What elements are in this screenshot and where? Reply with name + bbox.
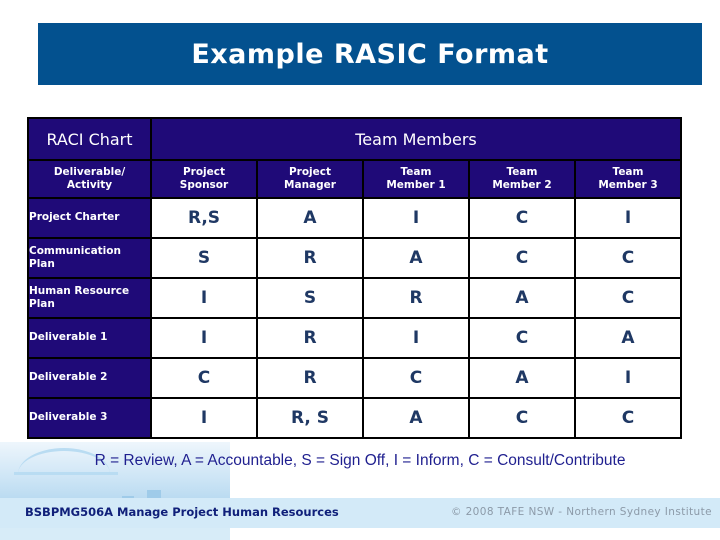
row-label-cell: Deliverable 1 [27, 317, 152, 359]
raci-value-cell: C [468, 397, 576, 439]
column-header-line-2: Manager [284, 179, 336, 191]
raci-value-cell: S [256, 277, 364, 319]
raci-value-cell: R [362, 277, 470, 319]
raci-value-cell: I [362, 197, 470, 239]
raci-value-cell: I [573, 357, 683, 399]
row-label-cell: Deliverable 2 [27, 357, 152, 399]
column-header-line-1: Team [506, 165, 538, 178]
raci-value-cell: R,S [150, 197, 258, 239]
raci-value-cell: A [256, 197, 364, 239]
row-label-cell: Communication Plan [27, 237, 152, 279]
corner-header-cell: RACI Chart [27, 117, 152, 161]
footer-copyright: © 2008 TAFE NSW - Northern Sydney Instit… [450, 506, 712, 518]
raci-value-cell: C [573, 397, 683, 439]
raci-value-cell: C [468, 317, 576, 359]
column-header-line-1: Project [288, 165, 332, 178]
harbour-bridge-deck [14, 472, 118, 475]
raci-value-cell: I [150, 277, 258, 319]
column-header-line-2: Member 1 [386, 179, 446, 191]
raci-value-cell: I [362, 317, 470, 359]
raci-value-cell: A [468, 277, 576, 319]
column-header-line-2: Activity [66, 179, 113, 191]
column-header-team-member-3: Team Member 3 [573, 159, 683, 199]
column-header-line-2: Member 3 [598, 179, 658, 191]
row-label-cell: Deliverable 3 [27, 397, 152, 439]
slide-title-banner: Example RASIC Format [38, 23, 702, 85]
raci-value-cell: I [150, 397, 258, 439]
raci-value-cell: R [256, 317, 364, 359]
raci-value-cell: R [256, 237, 364, 279]
column-header-line-2: Sponsor [179, 179, 229, 191]
raci-value-cell: I [573, 197, 683, 239]
legend-key: R = Review, A = Accountable, S = Sign Of… [94, 452, 626, 469]
raci-value-cell: S [150, 237, 258, 279]
column-header-team-member-1: Team Member 1 [362, 159, 470, 199]
raci-value-cell: R, S [256, 397, 364, 439]
raci-value-cell: A [468, 357, 576, 399]
column-header-line-1: Project [182, 165, 226, 178]
raci-value-cell: R [256, 357, 364, 399]
raci-value-cell: C [468, 237, 576, 279]
column-header-project-sponsor: Project Sponsor [150, 159, 258, 199]
column-header-line-1: Deliverable/ [53, 165, 126, 178]
column-header-deliverable-activity: Deliverable/ Activity [27, 159, 152, 199]
raci-value-cell: C [468, 197, 576, 239]
page-title: Example RASIC Format [191, 38, 549, 70]
column-header-line-1: Team [400, 165, 432, 178]
footer-course-code: BSBPMG506A Manage Project Human Resource… [25, 505, 339, 519]
column-header-line-2: Member 2 [492, 179, 552, 191]
table-header-row-columns: Deliverable/ Activity Project Sponsor Pr… [27, 159, 683, 199]
raci-value-cell: I [150, 317, 258, 359]
raci-value-cell: A [362, 237, 470, 279]
raci-value-cell: A [573, 317, 683, 359]
raci-value-cell: C [573, 277, 683, 319]
rasic-table: RACI Chart Team Members Deliverable/ Act… [27, 117, 683, 439]
row-label-cell: Human Resource Plan [27, 277, 152, 319]
table-header-row-top: RACI Chart Team Members [27, 117, 683, 161]
raci-value-cell: C [573, 237, 683, 279]
column-header-project-manager: Project Manager [256, 159, 364, 199]
raci-value-cell: A [362, 397, 470, 439]
harbour-bridge-icon [18, 448, 110, 477]
column-header-team-member-2: Team Member 2 [468, 159, 576, 199]
column-header-line-1: Team [612, 165, 644, 178]
row-label-cell: Project Charter [27, 197, 152, 239]
raci-value-cell: C [150, 357, 258, 399]
group-header-cell: Team Members [149, 117, 683, 161]
raci-value-cell: C [362, 357, 470, 399]
footer-bar [0, 498, 720, 528]
